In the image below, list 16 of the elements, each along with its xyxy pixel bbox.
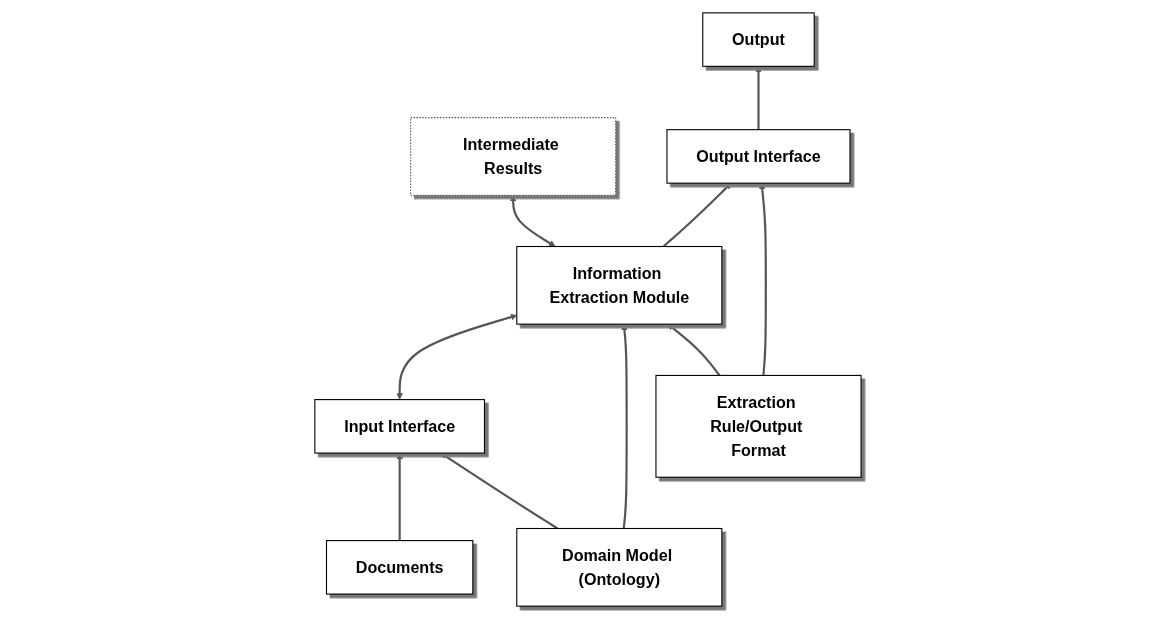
node-box: Intermediate Results [410, 117, 617, 196]
arrow [396, 452, 403, 541]
arrow [621, 323, 628, 529]
arrow [510, 194, 556, 247]
node-box: Output [702, 12, 815, 67]
arrow [667, 323, 721, 377]
node-box: Extraction Rule/Output Format [655, 374, 862, 478]
arrow [755, 66, 762, 130]
node-box: Documents [326, 540, 474, 595]
arrow [662, 182, 732, 248]
arrow [440, 452, 559, 530]
node-box: Input Interface [314, 399, 486, 454]
arrow [759, 182, 767, 376]
node-box: Domain Model (Ontology) [516, 527, 723, 607]
node-box: Information Extraction Module [516, 245, 723, 325]
node-box: Output Interface [666, 129, 851, 184]
